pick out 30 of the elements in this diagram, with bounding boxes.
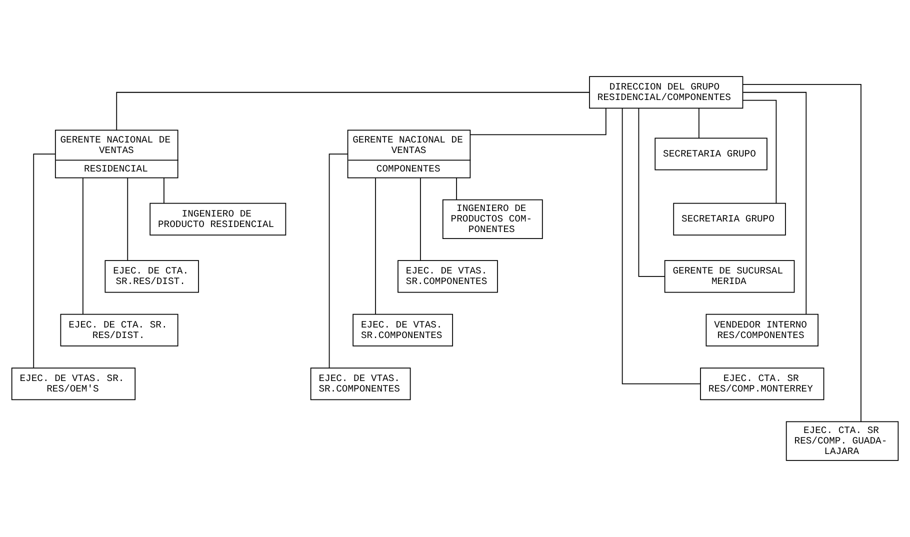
- node-box: INGENIERO DE PRODUCTO RESIDENCIAL: [150, 202, 286, 236]
- node-box: EJEC. DE VTAS. SR.COMPONENTES: [352, 314, 454, 346]
- node-box: INGENIERO DE PRODUCTOS COM- PONENTES: [442, 199, 543, 239]
- connector: [742, 84, 862, 422]
- node-box: VENDEDOR INTERNO RES/COMPONENTES: [706, 314, 818, 346]
- connector: [638, 108, 666, 277]
- node-box: EJEC. CTA. SR RES/COMP.MONTERREY: [700, 368, 824, 400]
- connector: [116, 92, 590, 130]
- node-box: SECRETARIA GRUPO: [654, 138, 768, 170]
- connector: [742, 92, 807, 315]
- connector: [420, 177, 421, 261]
- connector: [470, 108, 606, 136]
- connector: [698, 108, 700, 138]
- node-box: EJEC. DE VTAS. SR. RES/OEM'S: [11, 368, 136, 400]
- connector: [742, 100, 777, 204]
- node-box: EJEC. DE CTA. SR. RES/DIST.: [60, 314, 178, 346]
- connector: [328, 154, 348, 368]
- node-box: EJEC. DE VTAS. SR.COMPONENTES: [310, 368, 411, 400]
- node-box: EJEC. DE CTA. SR.RES/DIST.: [104, 260, 199, 293]
- connector: [82, 178, 84, 315]
- connector: [375, 178, 376, 315]
- node-box: GERENTE DE SUCURSAL MERIDA: [664, 260, 795, 293]
- node-box: SECRETARIA GRUPO: [673, 202, 786, 236]
- node-box: EJEC. CTA. SR RES/COMP. GUADA- LAJARA: [786, 421, 899, 461]
- connector: [33, 154, 56, 368]
- connector: [127, 177, 128, 261]
- node-box: DIRECCION DEL GRUPO RESIDENCIAL/COMPONENTES: [589, 76, 744, 109]
- connector: [456, 177, 457, 200]
- node-box: EJEC. DE VTAS. SR.COMPONENTES: [398, 260, 498, 293]
- connector: [622, 108, 701, 384]
